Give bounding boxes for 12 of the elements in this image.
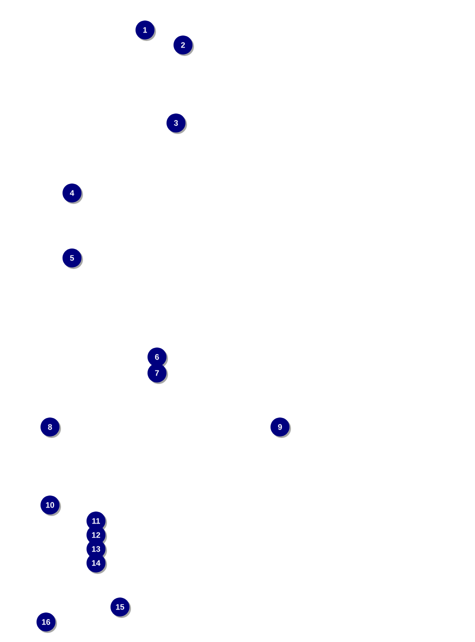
callout-number: 10 [40, 496, 61, 516]
callout-number: 8 [40, 418, 61, 438]
callout-number: 16 [36, 612, 57, 633]
callout-number: 1 [136, 20, 156, 41]
callout-number: 2 [174, 36, 194, 56]
callout-number: 5 [62, 248, 83, 269]
callout-number: 7 [148, 364, 168, 384]
callout-number: 14 [86, 554, 107, 574]
callout-number: 3 [166, 114, 187, 134]
callout-number: 9 [270, 418, 291, 438]
callout-number: 15 [110, 598, 131, 618]
callout-number: 4 [62, 184, 83, 204]
